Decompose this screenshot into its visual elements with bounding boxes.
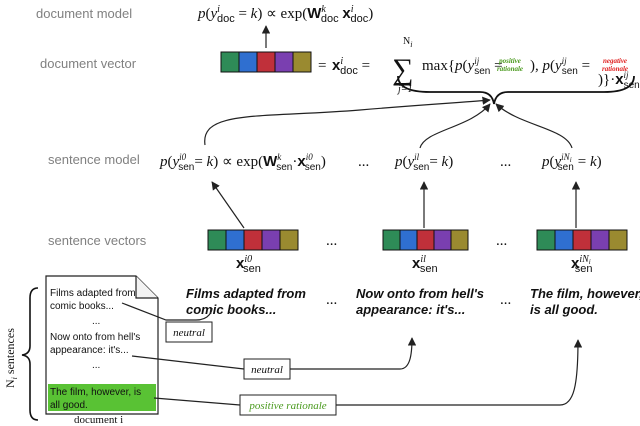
sent-vector-3-cell-1 xyxy=(536,229,556,251)
document-dots-2: ... xyxy=(92,360,100,371)
document-vector-cells xyxy=(220,51,312,73)
sent-vector-2-cell-4 xyxy=(433,229,452,251)
label-document-vector: document vector xyxy=(40,56,137,71)
sent-vector-2-cell-2 xyxy=(399,229,418,251)
line-doc3-to-positive xyxy=(153,397,241,406)
positive-tag-box xyxy=(239,394,337,416)
sent-vector-1-cell-2 xyxy=(225,229,245,251)
sent-vector-1-cell-4 xyxy=(261,229,281,251)
positive-tag: positive rationale xyxy=(248,400,326,412)
line-doc2-to-neutral2 xyxy=(131,355,245,370)
doc-vector-cell-1 xyxy=(220,51,240,73)
document-highlight xyxy=(48,384,156,411)
sent-vector-3-cell-3 xyxy=(572,229,592,251)
sum-upper-limit: Ni xyxy=(403,36,412,49)
doc-vector-eq-sign: = xyxy=(318,58,326,74)
sent-vector-3-cell-2 xyxy=(554,229,574,251)
ellipsis-sent-1: ... xyxy=(326,292,337,308)
doc-vector-cell-4 xyxy=(274,51,294,73)
ellipsis-vec-2: ... xyxy=(496,233,507,249)
arrow-sent3-to-doc xyxy=(495,103,573,149)
sent-vector-2-cell-5 xyxy=(450,229,469,251)
doc-vector-cell-5 xyxy=(292,51,312,73)
sum-brace xyxy=(397,75,635,105)
neutral-tag-1-box xyxy=(165,321,213,343)
ellipsis-sent-2: ... xyxy=(500,292,511,308)
sum-lower-limit: j=1 xyxy=(396,84,413,95)
line-doc1-to-neutral1 xyxy=(121,302,213,321)
doc-vector-cell-2 xyxy=(238,51,258,73)
sentence-3-text: The film, however,is all good. xyxy=(530,286,640,317)
arrow-positive-to-sent3 xyxy=(336,339,583,406)
document-fold xyxy=(135,276,158,299)
sent-vector-1-cell-1 xyxy=(207,229,227,251)
label-sentence-model: sentence model xyxy=(48,152,140,167)
document-dots-1: ... xyxy=(92,316,100,327)
neutral-tag-2: neutral xyxy=(251,364,283,376)
sent-vector-1-cell-5 xyxy=(279,229,299,251)
sent-vector-3-cell-5 xyxy=(608,229,628,251)
ellipsis-vec-1: ... xyxy=(326,233,337,249)
ellipsis-model-2: ... xyxy=(500,154,511,170)
sum-symbol: ∑ xyxy=(392,53,413,86)
arrow-vec1-to-model xyxy=(211,181,245,229)
label-document-model: document model xyxy=(36,6,132,21)
document-page xyxy=(45,275,159,415)
ellipsis-model-1: ... xyxy=(358,154,369,170)
sent-vector-2-cell-3 xyxy=(416,229,435,251)
sentence-vector-cells xyxy=(207,229,628,251)
arrow-sent1-to-doc xyxy=(204,96,491,146)
arrow-sent2-to-doc xyxy=(419,103,491,149)
doc-vector-cell-3 xyxy=(256,51,276,73)
arrow-neutral2-to-sent2 xyxy=(288,337,417,370)
neutral-tag-1: neutral xyxy=(173,327,205,339)
ni-sentences-label: Ni sentences xyxy=(3,328,19,388)
sent-vector-3-cell-4 xyxy=(590,229,610,251)
left-brace xyxy=(21,287,39,421)
document-caption: document i xyxy=(74,414,123,426)
neutral-tag-2-box xyxy=(243,358,291,380)
sent-vector-1-cell-3 xyxy=(243,229,263,251)
sent-vector-2-cell-1 xyxy=(382,229,401,251)
label-sentence-vectors: sentence vectors xyxy=(48,233,147,248)
